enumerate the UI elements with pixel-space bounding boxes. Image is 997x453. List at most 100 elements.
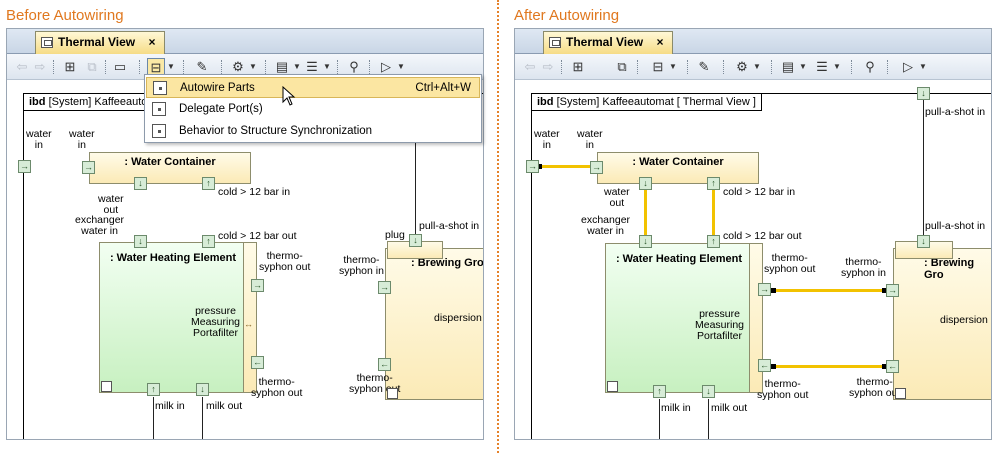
part-water-heating-element[interactable]: : Water Heating Element xyxy=(99,242,247,393)
search-icon[interactable]: ⚲ xyxy=(865,59,875,74)
part-water-container[interactable]: : Water Container xyxy=(597,152,759,184)
port-cold-in[interactable]: ↑ xyxy=(202,177,215,190)
label-pull-a-shot-in: pull-a-shot in xyxy=(925,220,986,232)
wire-thermo-syphon-in[interactable] xyxy=(773,365,885,368)
boundary-port-pull-a-shot-in[interactable]: ↓ xyxy=(917,87,930,100)
tab-thermal-view[interactable]: Thermal View × xyxy=(543,31,673,54)
play-icon[interactable]: ▷ xyxy=(381,59,391,74)
list-icon[interactable]: ☰ xyxy=(816,59,828,74)
port-thermo-syphon-in[interactable]: ← xyxy=(251,356,264,369)
port-exchanger-water-in[interactable]: ↓ xyxy=(134,235,147,248)
label-milk-out: milk out xyxy=(206,400,243,412)
chevron-down-icon[interactable]: ▼ xyxy=(293,62,301,71)
frame-name: [System] Kaffeeautomat [ Thermal View ] xyxy=(556,96,756,108)
port-plug[interactable]: ↓ xyxy=(409,234,422,247)
part-corner-icon xyxy=(387,388,398,399)
chevron-down-icon[interactable]: ▼ xyxy=(397,62,405,71)
copy-icon[interactable]: ⧉ xyxy=(87,59,97,74)
layout-icon[interactable]: ▤ xyxy=(275,59,289,74)
port-milk-out[interactable]: ↓ xyxy=(702,385,715,398)
containment-icon[interactable]: ⊞ xyxy=(64,59,76,74)
port-thermo-syphon-out[interactable]: → xyxy=(251,279,264,292)
tab-strip: Thermal View × xyxy=(7,29,483,54)
gear-icon[interactable]: ⚙ xyxy=(232,59,244,74)
containment-icon[interactable]: ⊞ xyxy=(572,59,584,74)
port-water-in[interactable]: → xyxy=(590,161,603,174)
port-brewing-thermo-syphon-out[interactable]: ← xyxy=(886,360,899,373)
boundary-port-water-in[interactable]: → xyxy=(18,160,31,173)
frame-label: ibd [System] Kaffeeautom xyxy=(24,94,163,111)
close-icon[interactable]: × xyxy=(148,35,156,49)
gear-icon[interactable]: ⚙ xyxy=(736,59,748,74)
chevron-down-icon[interactable]: ▼ xyxy=(249,62,257,71)
search-icon[interactable]: ⚲ xyxy=(349,59,359,74)
wire-cold[interactable] xyxy=(712,185,715,237)
port-cold-in[interactable]: ↑ xyxy=(707,177,720,190)
copy-icon[interactable]: ⧉ xyxy=(617,59,627,74)
wire-water-in[interactable] xyxy=(537,165,599,168)
chevron-down-icon[interactable]: ▼ xyxy=(669,62,677,71)
notation-icon[interactable]: ▭ xyxy=(113,59,127,74)
port-thermo-syphon-in[interactable]: ← xyxy=(758,359,771,372)
chevron-down-icon[interactable]: ▼ xyxy=(919,62,927,71)
wire-water-out[interactable] xyxy=(644,185,647,237)
wire-end xyxy=(537,164,542,169)
layout-icon[interactable]: ▤ xyxy=(781,59,795,74)
edit-icon[interactable]: ✎ xyxy=(698,59,710,74)
chevron-down-icon[interactable]: ▼ xyxy=(833,62,841,71)
autowire-menu-button[interactable]: ⊟ xyxy=(652,59,664,74)
port-cold-out[interactable]: ↑ xyxy=(202,235,215,248)
port-milk-in[interactable]: ↑ xyxy=(147,383,160,396)
port-plug[interactable]: ↓ xyxy=(917,235,930,248)
label-milk-out: milk out xyxy=(711,402,748,414)
forward-icon[interactable]: ⇨ xyxy=(34,59,46,74)
chevron-down-icon[interactable]: ▼ xyxy=(753,62,761,71)
wire-end xyxy=(882,364,887,369)
label-cold-12-in: cold > 12 bar in xyxy=(723,186,796,198)
list-icon[interactable]: ☰ xyxy=(306,59,318,74)
toolbar-separator xyxy=(637,60,638,74)
tab-title: Thermal View xyxy=(58,35,136,49)
chevron-down-icon[interactable]: ▼ xyxy=(167,62,175,71)
part-title: : Water Container xyxy=(632,156,724,168)
port-water-in[interactable]: → xyxy=(82,161,95,174)
port-milk-in[interactable]: ↑ xyxy=(653,385,666,398)
part-water-heating-element[interactable]: : Water Heating Element xyxy=(605,243,753,393)
diagram-canvas[interactable]: ibd [System] Kaffeeautomat [ Thermal Vie… xyxy=(515,81,991,439)
menu-item-delegate-ports[interactable]: Delegate Port(s) xyxy=(146,99,480,120)
autowire-icon xyxy=(153,81,167,95)
wire-thermo-syphon-out[interactable] xyxy=(773,289,885,292)
label-thermo-syphon-in: thermo- syphon out xyxy=(251,376,303,399)
boundary-port-water-in[interactable]: → xyxy=(526,160,539,173)
port-brewing-thermo-syphon-in[interactable]: → xyxy=(886,284,899,297)
port-thermo-syphon-out[interactable]: → xyxy=(758,283,771,296)
port-cold-out[interactable]: ↑ xyxy=(707,235,720,248)
diagram-icon xyxy=(549,37,561,48)
diagram-frame: ibd [System] Kaffeeautomat [ Thermal Vie… xyxy=(531,93,991,439)
menu-item-autowire-parts[interactable]: Autowire Parts Ctrl+Alt+W xyxy=(146,77,480,98)
label-pressure: pressure Measuring Portafilter xyxy=(191,305,241,339)
close-icon[interactable]: × xyxy=(656,35,664,49)
port-brewing-thermo-syphon-in[interactable]: → xyxy=(378,281,391,294)
port-water-out[interactable]: ↓ xyxy=(639,177,652,190)
menu-item-behavior-structure-sync[interactable]: Behavior to Structure Synchronization xyxy=(146,121,480,142)
chevron-down-icon[interactable]: ▼ xyxy=(323,62,331,71)
edit-icon[interactable]: ✎ xyxy=(196,59,208,74)
port-brewing-thermo-syphon-out[interactable]: ← xyxy=(378,358,391,371)
forward-icon[interactable]: ⇨ xyxy=(542,59,554,74)
port-milk-out[interactable]: ↓ xyxy=(196,383,209,396)
part-brewing-group[interactable]: : Brewing Gro dispersion xyxy=(385,248,483,400)
play-icon[interactable]: ▷ xyxy=(903,59,913,74)
chevron-down-icon[interactable]: ▼ xyxy=(799,62,807,71)
part-water-container[interactable]: : Water Container xyxy=(89,152,251,184)
label-water-in-boundary: water in xyxy=(26,128,52,151)
tab-thermal-view[interactable]: Thermal View × xyxy=(35,31,165,54)
part-pressure-strip xyxy=(749,243,763,393)
back-icon[interactable]: ⇦ xyxy=(524,59,536,74)
back-icon[interactable]: ⇦ xyxy=(16,59,28,74)
port-exchanger-water-in[interactable]: ↓ xyxy=(639,235,652,248)
port-water-out[interactable]: ↓ xyxy=(134,177,147,190)
label-exchanger-water-in: exchanger water in xyxy=(581,214,631,237)
part-brewing-group[interactable]: : Brewing Gro dispersion xyxy=(893,248,991,400)
line-milk-out xyxy=(708,399,709,439)
